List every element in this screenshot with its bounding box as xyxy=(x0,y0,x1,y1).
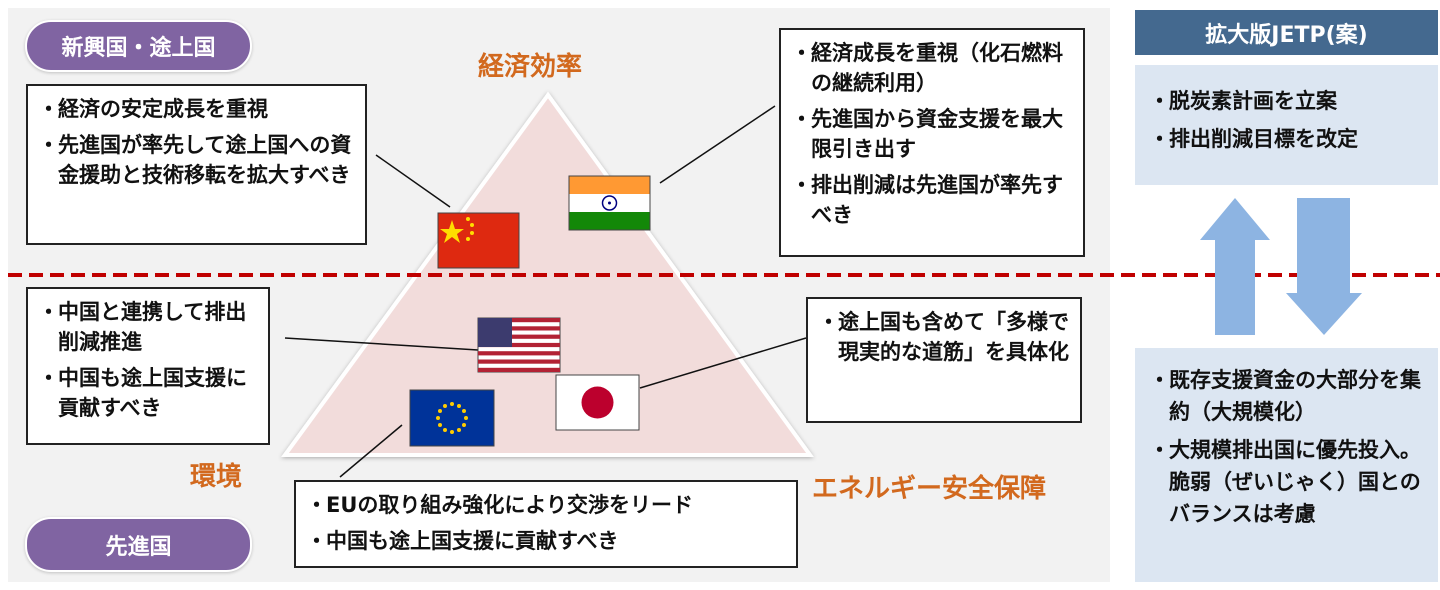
list-item: 中国も途上国支援に貢献すべき xyxy=(38,363,258,423)
connector-india xyxy=(659,105,776,184)
eu-position-box: EUの取り組み強化により交渉をリード中国も途上国支援に貢献すべき xyxy=(294,480,798,568)
india-flag xyxy=(568,175,651,231)
usa-position-box: 中国と連携して排出削減推進中国も途上国支援に貢献すべき xyxy=(26,287,270,445)
list-item: 中国も途上国支援に貢献すべき xyxy=(306,526,786,556)
china-position-box: 経済の安定成長を重視先進国が率先して途上国への資金援助と技術移転を拡大すべき xyxy=(26,84,367,245)
connector-china xyxy=(375,154,451,208)
axis-label-energy-security: エネルギー安全保障 xyxy=(812,474,1047,504)
list-item: 先進国から資金支援を最大限引き出す xyxy=(791,104,1073,164)
list-item: 既存支援資金の大部分を集約（大規模化） xyxy=(1149,364,1424,428)
list-item: EUの取り組み強化により交渉をリード xyxy=(306,490,786,520)
eu-flag xyxy=(409,389,495,447)
india-position-box: 経済成長を重視（化石燃料の継続利用）先進国から資金支援を最大限引き出す排出削減は… xyxy=(779,28,1085,257)
axis-label-environment: 環境 xyxy=(190,462,243,492)
list-item: 排出削減は先進国が率先すべき xyxy=(791,170,1073,230)
list-item: 脱炭素計画を立案 xyxy=(1149,85,1424,117)
connector-eu xyxy=(339,424,403,478)
list-item: 途上国も含めて「多様で現実的な道筋」を具体化 xyxy=(818,307,1070,367)
arrow-up-icon xyxy=(1200,198,1270,335)
china-flag xyxy=(437,212,520,269)
jetp-plan-box: 脱炭素計画を立案排出削減目標を改定 xyxy=(1135,65,1438,185)
group-label-emerging: 新興国・途上国 xyxy=(25,20,252,72)
group-label-developed: 先進国 xyxy=(25,517,252,572)
jetp-title: 拡大版JETP(案) xyxy=(1135,10,1438,55)
connector-japan xyxy=(639,337,807,389)
japan-position-box: 途上国も含めて「多様で現実的な道筋」を具体化 xyxy=(806,297,1082,423)
list-item: 大規模排出国に優先投入。脆弱（ぜいじゃく）国とのバランスは考慮 xyxy=(1149,434,1424,530)
arrow-down-icon xyxy=(1286,198,1362,335)
japan-flag xyxy=(555,374,640,431)
list-item: 経済成長を重視（化石燃料の継続利用） xyxy=(791,38,1073,98)
axis-label-economic-efficiency: 経済効率 xyxy=(478,52,583,82)
jetp-funding-box: 既存支援資金の大部分を集約（大規模化）大規模排出国に優先投入。脆弱（ぜいじゃく）… xyxy=(1135,348,1438,582)
connector-usa xyxy=(284,337,479,351)
list-item: 排出削減目標を改定 xyxy=(1149,123,1424,155)
list-item: 先進国が率先して途上国への資金援助と技術移転を拡大すべき xyxy=(38,130,355,190)
usa-flag xyxy=(477,317,561,373)
list-item: 経済の安定成長を重視 xyxy=(38,94,355,124)
list-item: 中国と連携して排出削減推進 xyxy=(38,297,258,357)
